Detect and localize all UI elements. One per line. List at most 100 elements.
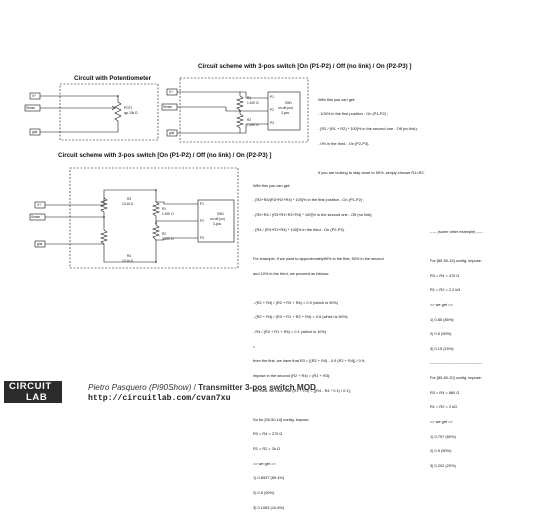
circuit-title: Transmitter 3-pos switch MOD [198,383,316,392]
bottom-note-line: 2) 0.5 (50%) [253,489,275,495]
circuitlab-logo[interactable]: CIRCUIT LAB [6,380,64,403]
top-frame [179,77,309,143]
side-note-line: R3 = R4 = 470 Ω [430,272,460,278]
top-switch [267,91,301,131]
pot-resistor [114,101,122,124]
top-gnd-box [166,129,178,137]
pot-wiper-arrow [110,105,116,111]
bottom-note-line: - (R2 + R4) / (R2 + R3 + R4) = 0.9 (whic… [253,299,339,305]
top-r1-value: 1:10K Ω [247,101,259,105]
pot-gnd-label: gnd [32,130,38,134]
bottom-note-line: R1 = R2 = 2k Ω [253,446,280,451]
top-note-line: If you are looking to stay close to 50%,… [318,169,425,175]
bottom-note-line: and 10% in the third, we proceed as foll… [253,270,330,276]
top-note-line: - 100% in the first position - On (P1-P2… [318,111,389,117]
bottom-circuit-notes: With this you can get: - [R2+R4/(R3+R2+R… [253,174,384,515]
bottom-sense-label: Sense [31,215,41,219]
bottom-note-line: ​ [253,242,384,247]
side-note-line: 1) 0.797 (80%) [430,433,456,439]
author-name[interactable]: Pietro Pasquero (Pi90Show) [88,383,192,392]
bottom-side-notes: ----- (some other example) ----- ​ For [… [430,220,483,474]
credit-separator: / [191,383,199,392]
logo-text-lab: LAB [26,392,48,403]
bottom-switch-type: on-off-(on) [210,217,225,221]
bottom-r3 [100,197,108,213]
top-note-line: - [R2 / (R1 + R2) * 100]% in the second … [318,126,418,131]
bottom-r1-value: 1:10K Ω [162,212,174,216]
top-r-links [225,91,247,134]
circuit-url-link[interactable]: http://circuitlab.com/cvan7xu [88,394,231,403]
bottom-switch-p2: P2 [200,219,204,223]
bottom-sense-box [29,213,46,221]
footer-credit: Pietro Pasquero (Pi90Show) / Transmitter… [88,383,316,392]
bottom-r2 [152,224,160,241]
side-note-line: 3) 0.202 (20%) [430,462,456,468]
top-switch-p1: P1 [270,95,274,99]
bottom-switch-pos: 3-pos [213,222,221,226]
bottom-switch-p3: P3 [200,236,204,240]
pot-vplus-box [29,92,41,100]
bottom-mid-links [98,212,105,230]
top-note-line: ​ [318,156,425,161]
top-switch-name: SW1 [285,101,292,105]
top-vplus-box [166,88,178,96]
bottom-note-line: from the first, we have that R3 = [(R2 +… [253,358,366,364]
top-switch-p3: P3 [270,121,274,125]
pot-vplus-label: V+ [32,94,36,98]
bottom-note-line: the third, we have that (R1 + R3) = [(R4… [253,387,351,393]
schematic-canvas [4,77,309,403]
side-note-line: 2) 0.5 (50%) [430,448,452,454]
bottom-r1-name: R1 [162,207,167,211]
pot-name-label: POT1 [124,106,133,110]
pot-junction-dot [117,95,119,97]
bottom-gnd-label: gnd [37,242,43,246]
side-note-line: For [80-50-20] config. impose: [430,375,482,380]
bottom-note-line: ​ [253,286,384,291]
pot-circuit-title: Circuit with Potentiometer [74,75,152,82]
top-r2-value: 1:10K Ω [247,123,259,127]
bottom-note-line: - [R4 / (R3+R1+R4) * 100]% in the third … [253,226,346,232]
pot-sense-box [24,104,41,112]
side-note-line: R3 = R4 = 680 Ω [430,389,460,395]
pot-frame [59,83,159,141]
top-switch-p2: P2 [270,108,274,112]
top-r1-name: R1 [247,96,252,100]
side-note-line: R1 = R2 = 2 kΩ [430,404,457,410]
top-circuit-notes: With this you can get: - 100% in the fir… [318,88,425,181]
bottom-note-line: 3) 0.1063 (10.6%) [253,504,285,510]
bottom-vplus-box [34,201,46,209]
bottom-note-line: For example, if we want to approximately… [253,255,384,261]
side-note-line: For [85-50-15] config. impose: [430,258,482,263]
bottom-note-line: So for [90-50-10] config. impose: [253,416,310,422]
top-junction-dot [239,110,241,112]
bottom-note-line: 1) 0.8937 (89.4%) [253,475,285,481]
bottom-r3-value: 10:1k Ω [122,202,134,206]
side-note-line: 3) 0.15 (15%) [430,345,454,351]
pot-gnd-box [29,128,41,136]
bottom-r1 [152,201,160,223]
side-note-line: 1) 0.85 (85%) [430,316,454,322]
bottom-note-line: R3 = R4 = 270 Ω [253,431,283,437]
bottom-switch-name: SW1 [217,212,224,216]
bottom-gnd-box [34,240,46,248]
bottom-switch [197,199,235,243]
bottom-note-line: - R4 / (R3 + R1 + R4) = 0.1 (which is 10… [253,329,327,334]
bottom-note-line: impose in the second (R2 + R4) = (R1 + R… [253,372,331,378]
bottom-r4-name: R4 [127,254,132,258]
bottom-junction-dot-c [155,189,157,191]
bottom-r3-name: R3 [127,197,132,201]
bottom-r4 [100,229,108,245]
pot-wires [40,95,119,133]
bottom-note-line: - [R2+R4 / (R3+R1+R2+R4) * 100]% in the … [253,212,373,217]
bottom-note-line: => we get => [253,460,276,466]
top-switch-type: on-off-(on) [278,106,293,110]
logo-block-bottom [4,392,62,403]
bottom-note-line: - [R2+R4/(R3+R2+R4) * 100]% in the first… [253,197,365,203]
pot-value-label: typ 10k Ω [124,111,138,115]
side-note-line: ​ [430,244,483,249]
top-r2 [236,113,244,129]
bottom-note-line: ​ [253,403,384,408]
side-note-line: ---------------------------------------- [430,360,482,366]
bottom-r2-value: 1:10K Ω [162,237,174,241]
side-note-line: 2) 0.5 (50%) [430,331,452,337]
